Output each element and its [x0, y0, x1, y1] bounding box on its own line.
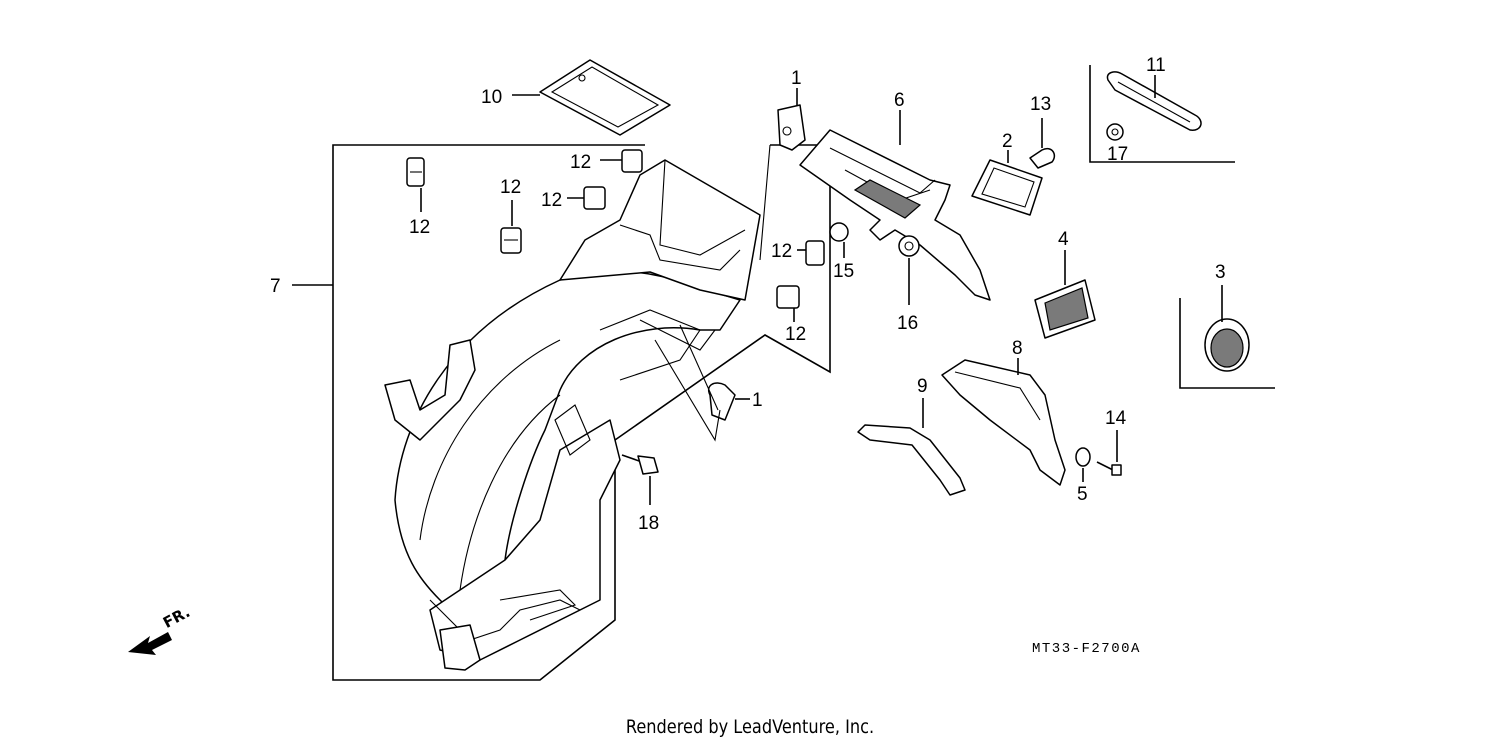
part-12-clip-b [500, 200, 522, 254]
group-bracket-11-17 [1089, 65, 1235, 163]
group-bracket-7 [292, 144, 831, 681]
part-4-reflector [1034, 250, 1096, 339]
part-3-round-reflector [1204, 285, 1250, 372]
part-6-license-bracket [799, 110, 991, 301]
part-12-clip-a [406, 157, 425, 212]
leader-lines [654, 144, 771, 442]
callout-4: 4 [1058, 229, 1069, 250]
callout-16: 16 [897, 313, 918, 334]
callout-15: 15 [833, 261, 854, 282]
callout-12: 12 [500, 177, 521, 198]
front-arrow [128, 632, 172, 655]
callout-12: 12 [785, 324, 806, 345]
part-14-screw [1096, 430, 1122, 476]
diagram-code: MT33-F2700A [1032, 641, 1141, 657]
callout-10: 10 [481, 87, 502, 108]
part-18-bolt [621, 454, 659, 505]
callout-9: 9 [917, 376, 928, 397]
part-13-bulb [1029, 118, 1056, 169]
callout-18: 18 [638, 513, 659, 534]
part-16-nut [898, 235, 920, 305]
callout-5: 5 [1077, 484, 1088, 505]
callout-1: 1 [752, 390, 763, 411]
callout-12: 12 [570, 152, 591, 173]
part-7-fender [384, 159, 761, 671]
callout-1: 1 [791, 68, 802, 89]
callout-8: 8 [1012, 338, 1023, 359]
part-1-clip-lower [708, 382, 750, 421]
callout-13: 13 [1030, 94, 1051, 115]
callouts: 1 1 2 3 4 5 6 7 8 9 10 11 12 12 12 12 12… [270, 55, 1226, 534]
callout-14: 14 [1105, 408, 1127, 429]
part-5-washer [1075, 447, 1091, 482]
part-10-pad [512, 59, 671, 136]
footer-credit: Rendered by LeadVenture, Inc. [625, 716, 875, 738]
callout-7: 7 [270, 276, 281, 297]
part-17-nut [1106, 123, 1124, 141]
part-11-emblem [1106, 71, 1202, 131]
callout-11: 11 [1146, 55, 1166, 76]
part-1-clip-upper [777, 88, 806, 151]
part-12-clip-c [567, 186, 606, 210]
callout-12: 12 [409, 217, 430, 238]
callout-3: 3 [1215, 262, 1226, 283]
part-8-cover [941, 358, 1066, 486]
callout-2: 2 [1002, 131, 1013, 152]
callout-6: 6 [894, 90, 905, 111]
part-12-clip-f [776, 285, 800, 322]
callout-17: 17 [1107, 144, 1128, 165]
callout-12: 12 [541, 190, 562, 211]
callout-12: 12 [771, 241, 792, 262]
part-12-clip-d [600, 149, 643, 173]
part-15-nut [829, 222, 849, 258]
group-bracket-3 [1179, 298, 1275, 389]
part-12-clip-e [797, 240, 825, 266]
part-9-bracket [857, 398, 966, 496]
part-2-lens [971, 150, 1043, 216]
